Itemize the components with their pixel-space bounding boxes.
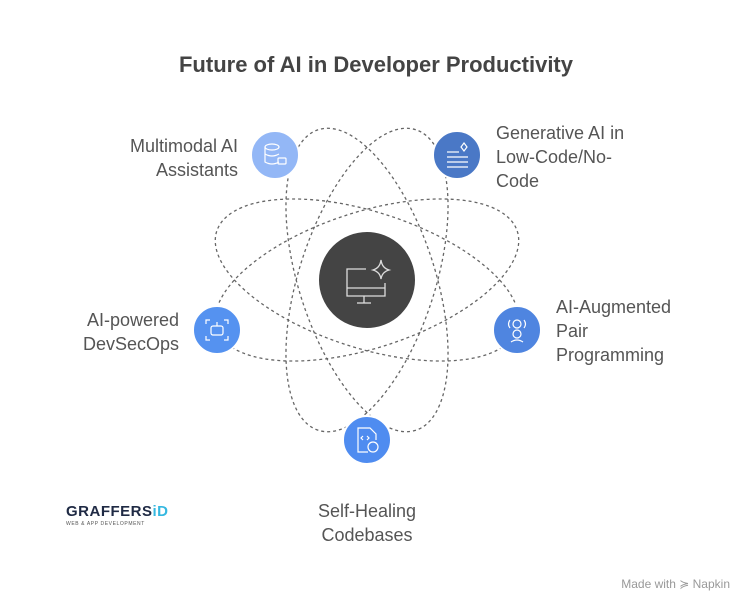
logo-tagline: WEB & APP DEVELOPMENT [66,521,145,527]
label-pair-programming: AI-Augmented Pair Programming [556,295,671,367]
graffersid-logo: GRAFFERSiD WEB & APP DEVELOPMENT [66,503,169,527]
page-title: Future of AI in Developer Productivity [178,52,573,77]
label-multimodal: Multimodal AI Assistants [130,134,238,182]
node-multimodal [250,130,300,180]
database-bot-icon [264,143,287,165]
node-generative [432,130,482,180]
monitor-sparkle-icon [346,259,392,304]
label-line: DevSecOps [82,334,179,354]
code-file-question-icon [357,427,379,453]
label-self-healing: Self-Healing Codebases [267,499,467,547]
label-devsecops: AI-powered DevSecOps [83,308,179,356]
pair-people-icon [507,319,527,343]
label-line: AI-Augmented [556,297,672,317]
logo-main: GRAFFERS [66,503,153,520]
node-self-healing [342,415,392,465]
label-line: Generative AI in [496,123,625,143]
label-generative: Generative AI in Low-Code/No- Code [496,121,624,193]
orbit-ellipse [214,198,520,362]
label-line: AI-powered [86,310,179,330]
logo-accent: iD [152,503,169,520]
bot-scan-icon [205,319,229,341]
label-line: Pair [556,321,589,341]
center-node [317,230,417,330]
node-pair-programming [492,305,542,355]
napkin-watermark: Made with ≽ Napkin [621,577,730,591]
label-line: Code [496,171,540,191]
label-line: Multimodal AI [129,136,238,156]
orbit-ellipse [285,127,449,433]
label-line: Self-Healing [317,501,417,521]
text-sparkle-icon [447,142,468,168]
label-line: Low-Code/No- [496,147,613,167]
node-devsecops [192,305,242,355]
label-line: Codebases [321,525,413,545]
label-line: Assistants [155,160,238,180]
orbit-ellipse [285,127,449,433]
label-line: Programming [556,345,665,365]
